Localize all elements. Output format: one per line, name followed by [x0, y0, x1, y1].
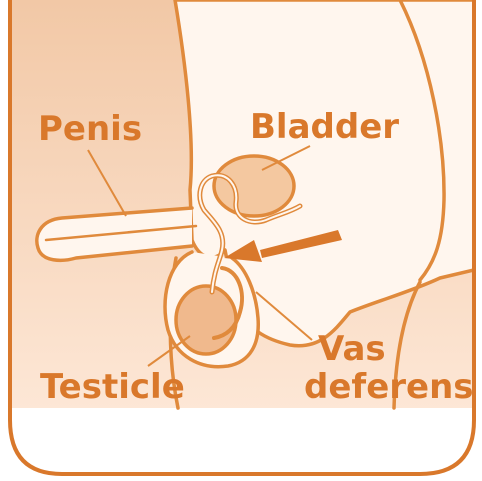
lower-panel: [10, 408, 474, 481]
label-deferens: deferens: [304, 367, 474, 407]
bladder-shape: [214, 156, 294, 216]
label-bladder: Bladder: [250, 107, 399, 147]
testicle-shape: [176, 286, 236, 354]
label-penis: Penis: [38, 109, 142, 149]
label-testicle: Testicle: [40, 367, 185, 407]
label-vas: Vas: [318, 329, 386, 369]
